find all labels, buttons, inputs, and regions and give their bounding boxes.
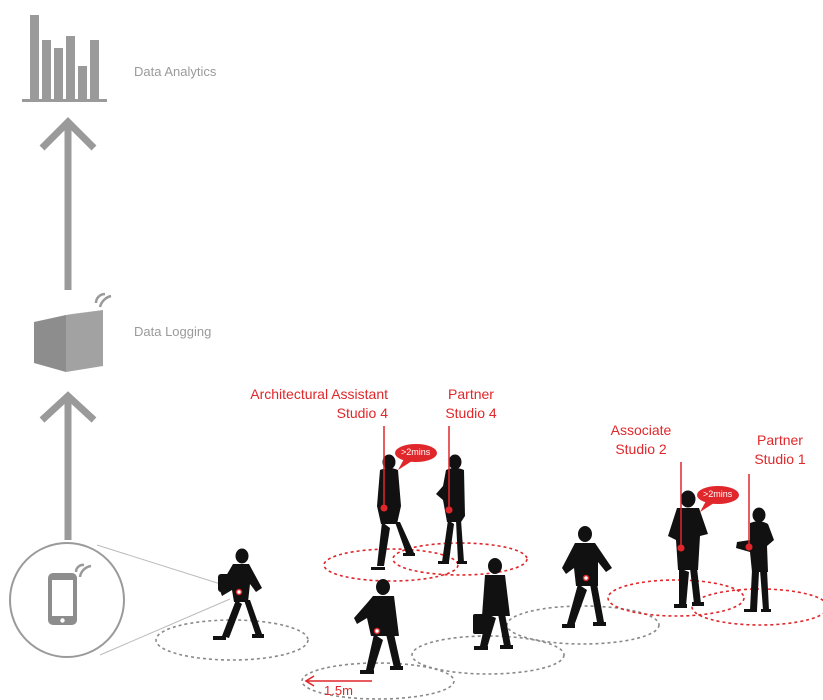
label-role: Partner [757, 432, 803, 448]
zone-assistant [323, 548, 459, 582]
label-associate-studio-2: Associate Studio 2 [598, 421, 684, 459]
person-partner-studio-4 [436, 454, 467, 564]
up-arrow-icon [39, 117, 97, 290]
smartphone-icon [48, 563, 92, 625]
duration-text-left: >2mins [401, 447, 431, 457]
duration-text-right: >2mins [703, 489, 733, 499]
zone-associate [607, 579, 745, 617]
person-architectural-assistant [371, 454, 415, 570]
label-studio: Studio 1 [754, 451, 806, 467]
label-studio: Studio 2 [615, 441, 667, 457]
duration-bubble-left [395, 444, 437, 470]
label-role: Architectural Assistant [250, 386, 388, 402]
bar-chart-icon [22, 15, 107, 102]
zone-walker-2 [301, 662, 455, 700]
distance-arrow [304, 675, 372, 687]
person-walker-4 [562, 526, 612, 628]
label-role: Partner [448, 386, 494, 402]
person-associate-studio-2 [668, 490, 708, 608]
person-walker-1 [213, 548, 264, 640]
label-leader-lines [380, 426, 753, 552]
zone-walker-1 [155, 619, 309, 661]
label-studio: Studio 4 [445, 405, 497, 421]
duration-bubble-right [697, 486, 739, 512]
person-walker-3 [473, 558, 513, 650]
zone-walker-3 [411, 635, 565, 675]
up-arrow-icon [39, 391, 97, 540]
zone-walker-4 [506, 605, 660, 645]
distance-label: 1.5m [324, 683, 353, 698]
zone-partner-1 [691, 588, 823, 626]
person-walker-2 [354, 579, 403, 674]
smartphone-zoom [9, 542, 231, 658]
label-partner-studio-1: Partner Studio 1 [745, 431, 815, 469]
label-studio: Studio 4 [336, 405, 388, 421]
zone-partner-4 [392, 542, 528, 576]
data-logger-icon [34, 292, 112, 372]
tracking-dots [235, 574, 590, 635]
label-role: Associate [610, 422, 672, 438]
label-architectural-assistant: Architectural Assistant Studio 4 [200, 385, 388, 423]
data-analytics-label: Data Analytics [134, 64, 217, 79]
label-partner-studio-4: Partner Studio 4 [436, 385, 506, 423]
data-logging-label: Data Logging [134, 324, 212, 339]
person-partner-studio-1 [736, 507, 774, 612]
